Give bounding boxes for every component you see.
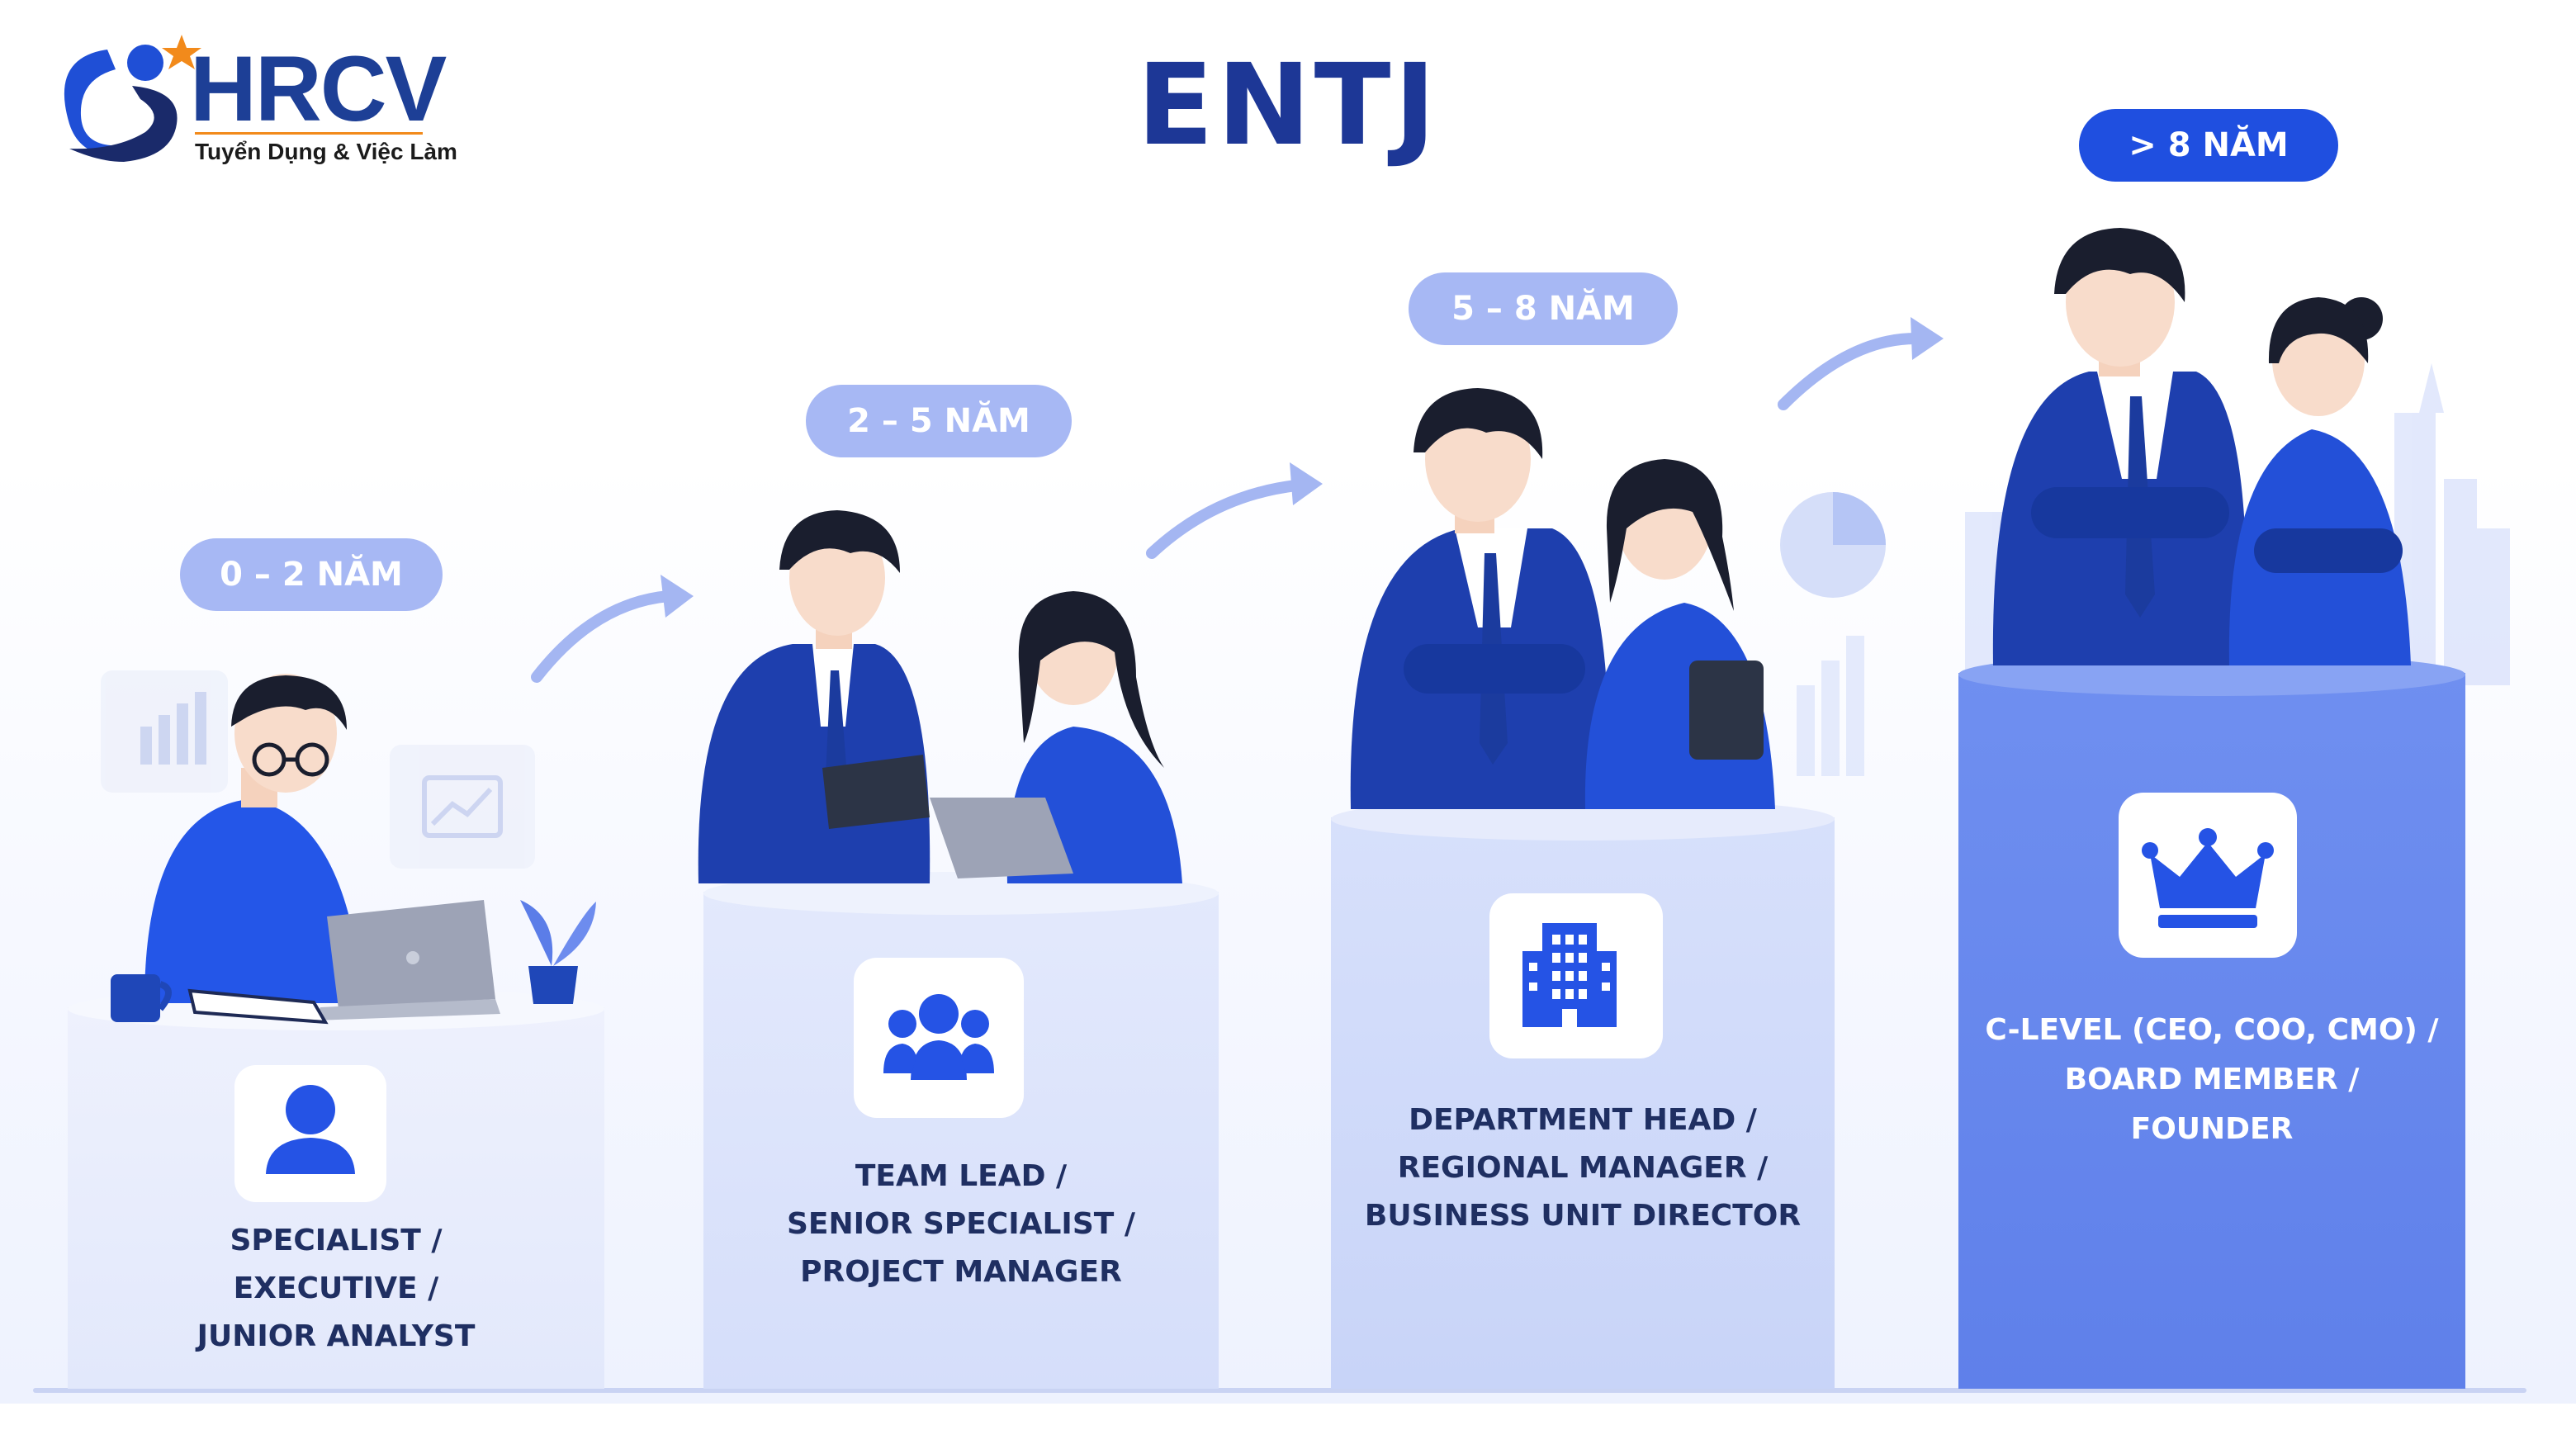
page-title: ENTJ (1136, 40, 1440, 171)
arrow-3-to-4 (1778, 333, 1921, 410)
office-building-icon (1522, 923, 1617, 1027)
user-icon (266, 1085, 355, 1174)
person-executive-2 (2228, 297, 2411, 665)
role-2-line-2: SENIOR SPECIALIST / (787, 1207, 1135, 1241)
laptop-junior (314, 900, 500, 1020)
role-1-line-1: SPECIALIST / (230, 1224, 443, 1257)
role-4-line-2: BOARD MEMBER / (2064, 1063, 2360, 1096)
person-colleague-3 (1584, 459, 1775, 809)
person-executive (1992, 228, 2247, 665)
role-2-line-1: TEAM LEAD / (855, 1159, 1068, 1193)
logo-brand-name: HRCV (190, 37, 447, 140)
role-1-line-3: JUNIOR ANALYST (197, 1319, 476, 1353)
role-2-line-3: PROJECT MANAGER (800, 1255, 1122, 1289)
years-pill-4: > 8 NĂM (2079, 109, 2338, 182)
role-label-2: TEAM LEAD / SENIOR SPECIALIST / PROJECT … (703, 1153, 1219, 1296)
role-label-3: DEPARTMENT HEAD / REGIONAL MANAGER / BUS… (1331, 1096, 1835, 1240)
logo-underline (195, 132, 423, 135)
logo-tagline: Tuyển Dụng & Việc Làm (195, 139, 457, 164)
podium-2 (703, 872, 1219, 1389)
years-pill-3: 5 – 8 NĂM (1409, 272, 1678, 345)
crown-icon (2142, 828, 2274, 928)
role-label-1: SPECIALIST / EXECUTIVE / JUNIOR ANALYST (68, 1217, 604, 1361)
years-pill-2: 2 – 5 NĂM (806, 385, 1072, 457)
hrcv-logo-mark (64, 35, 201, 162)
role-4-line-1: C-LEVEL (CEO, COO, CMO) / (1985, 1013, 2439, 1047)
person-junior (144, 674, 363, 1003)
years-pill-1: 0 – 2 NĂM (180, 538, 443, 611)
arrow-1-head (661, 575, 694, 618)
team-icon (883, 994, 994, 1080)
icon-tile-2 (854, 958, 1024, 1118)
trend-card-decor (390, 745, 535, 869)
arrow-2-to-3 (1146, 480, 1302, 559)
notebook-decor (187, 988, 329, 1025)
role-label-4: C-LEVEL (CEO, COO, CMO) / BOARD MEMBER /… (1958, 1006, 2465, 1154)
role-3-line-2: REGIONAL MANAGER / (1397, 1151, 1769, 1185)
plant-decor (520, 900, 596, 1004)
role-3-line-1: DEPARTMENT HEAD / (1409, 1103, 1757, 1137)
arrow-1-to-2 (531, 590, 675, 683)
chart-card-decor (101, 670, 228, 793)
podium-4 (1958, 653, 2465, 1389)
role-1-line-2: EXECUTIVE / (233, 1271, 439, 1305)
arrow-2-head (1290, 462, 1323, 505)
ground-line (33, 1388, 2526, 1393)
person-department-head (1350, 388, 1609, 809)
coffee-mug-decor (111, 974, 172, 1022)
bar-chart-decor (1797, 636, 1864, 776)
pie-chart-decor (1780, 492, 1886, 598)
arrow-3-head (1911, 317, 1944, 360)
role-3-line-3: BUSINESS UNIT DIRECTOR (1364, 1199, 1802, 1233)
podium-3 (1331, 798, 1835, 1389)
role-4-line-3: FOUNDER (2130, 1112, 2294, 1146)
person-team-lead (698, 510, 930, 883)
person-colleague-2 (930, 591, 1182, 883)
